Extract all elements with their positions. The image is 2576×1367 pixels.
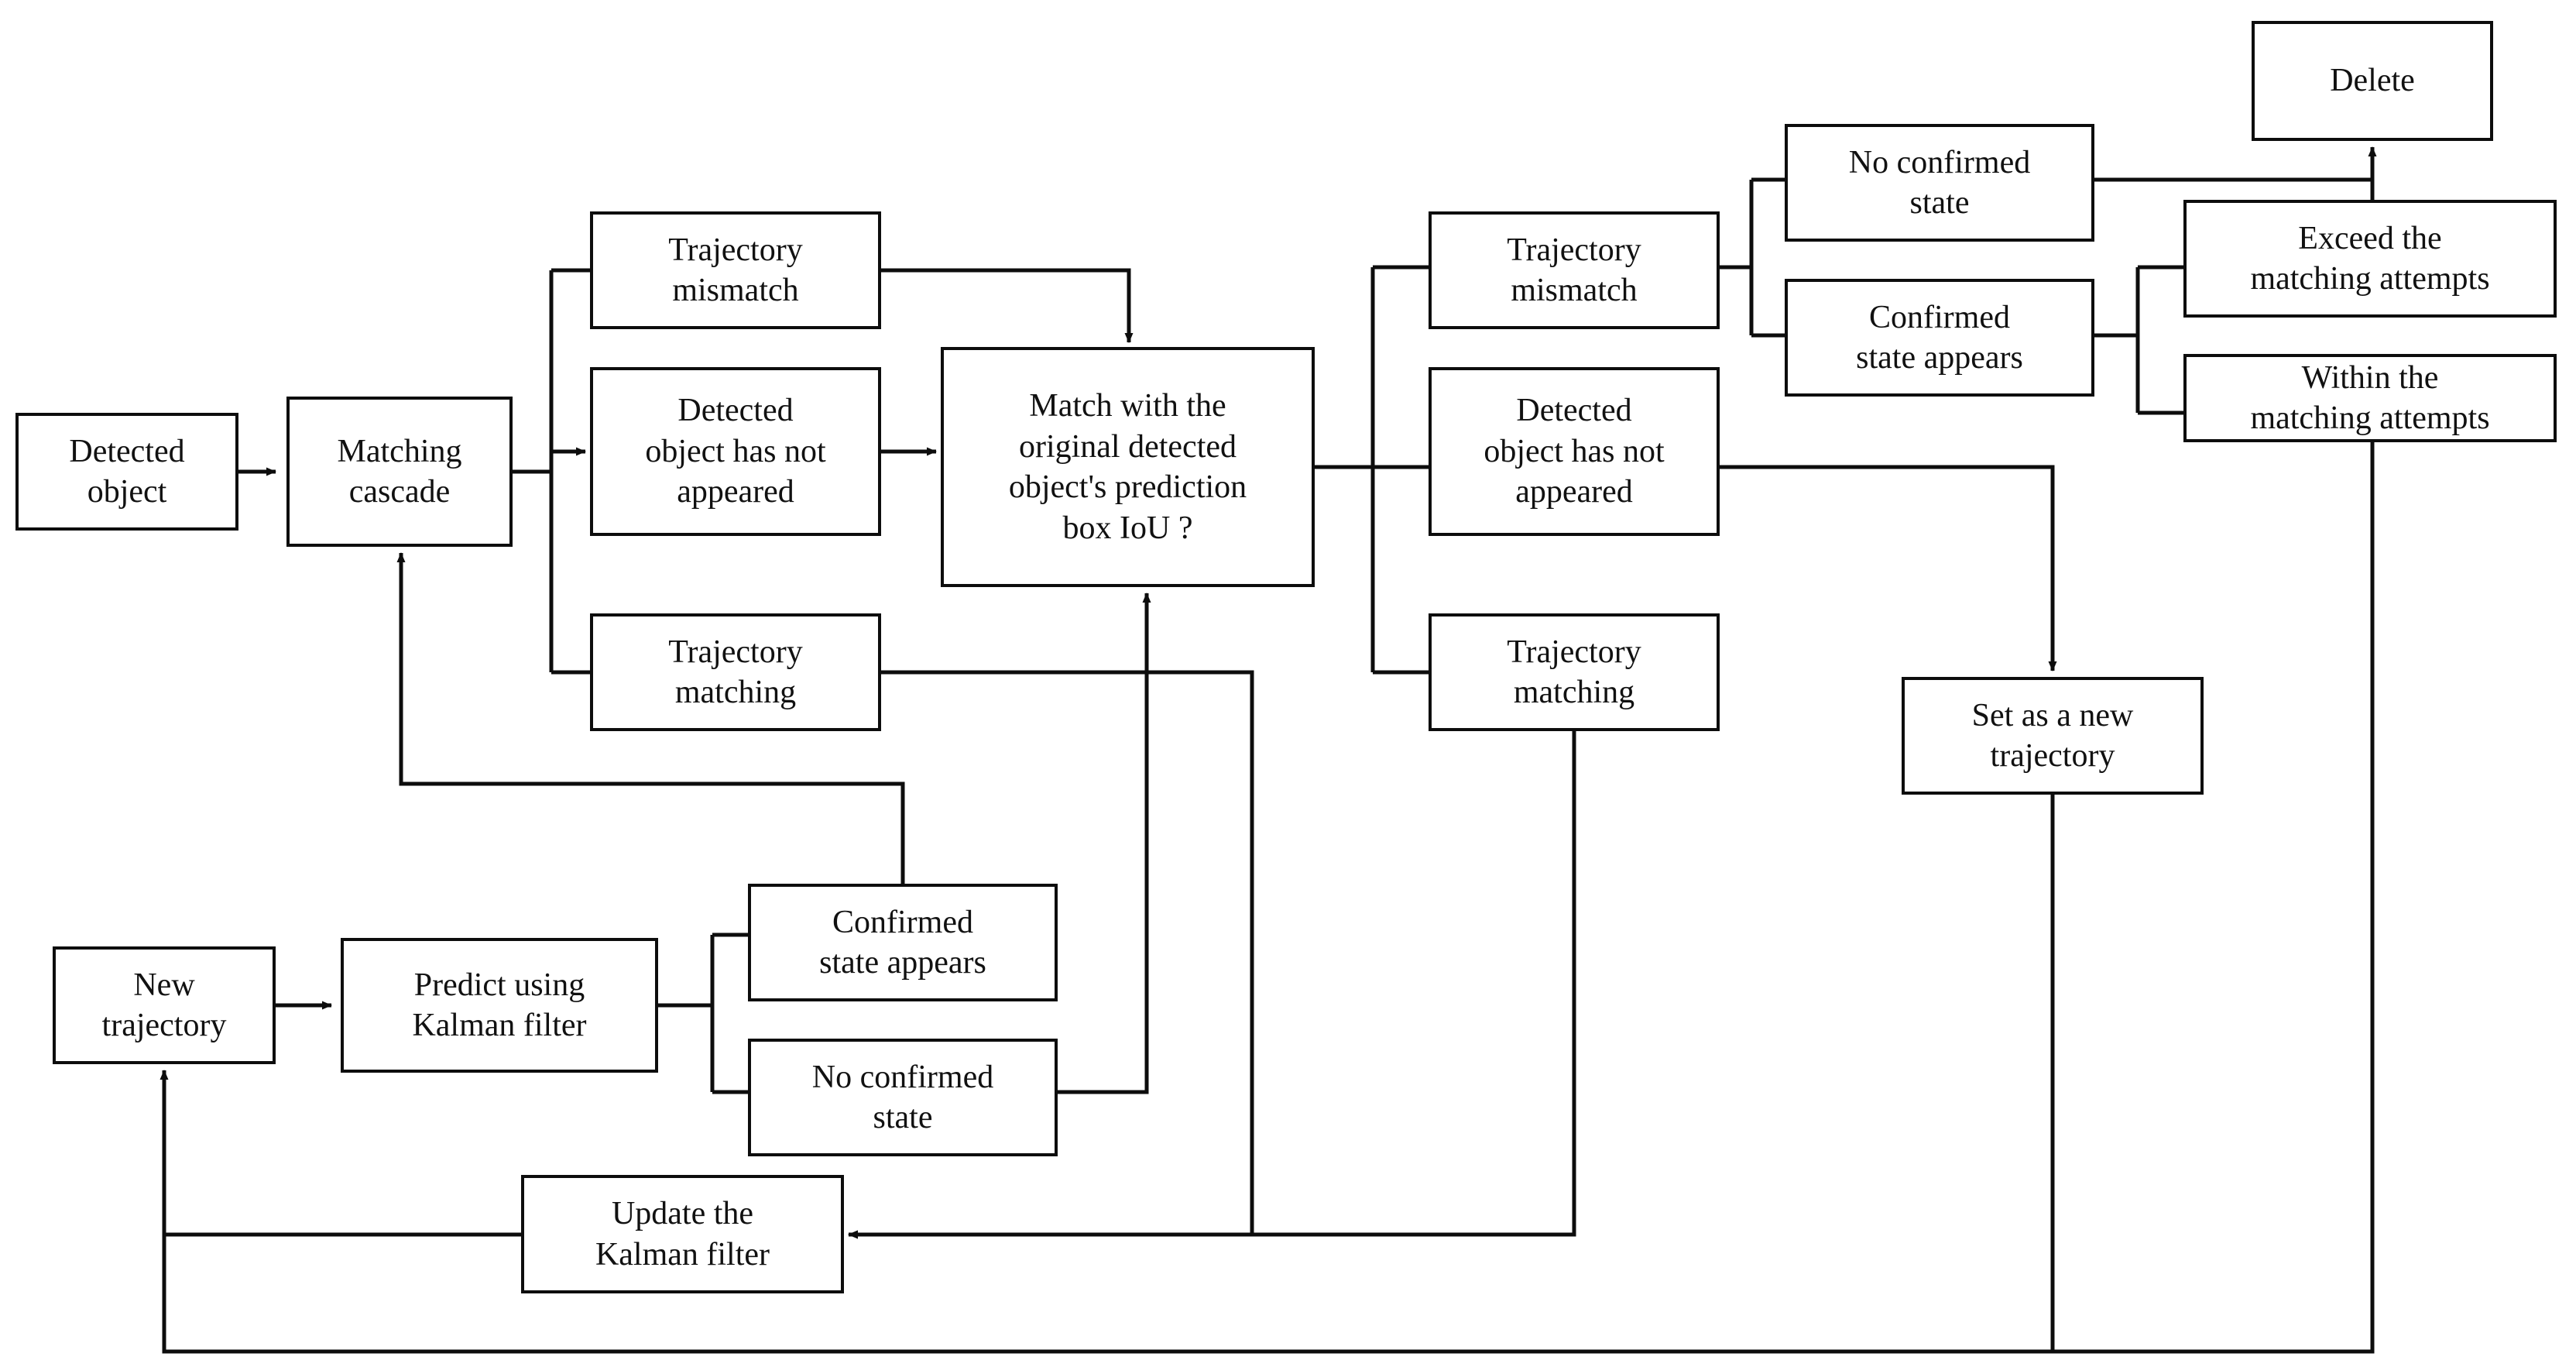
edge-notappeared-right-to-setnew [1720, 465, 2057, 671]
edge-mismatch-to-iou [881, 268, 1134, 343]
node-set-as-new-trajectory[interactable]: Set as a new trajectory [1902, 677, 2204, 795]
node-new-trajectory[interactable]: New trajectory [53, 946, 276, 1064]
edge-noconf-to-delete [2094, 146, 2377, 182]
node-trajectory-mismatch-left[interactable]: Trajectory mismatch [590, 211, 881, 329]
node-exceed-matching-attempts[interactable]: Exceed the matching attempts [2183, 200, 2557, 318]
node-trajectory-mismatch-right[interactable]: Trajectory mismatch [1429, 211, 1720, 329]
node-delete[interactable]: Delete [2252, 21, 2493, 141]
node-trajectory-matching-left[interactable]: Trajectory matching [590, 613, 881, 731]
node-no-confirmed-state-bottom[interactable]: No confirmed state [748, 1039, 1058, 1156]
node-within-matching-attempts[interactable]: Within the matching attempts [2183, 354, 2557, 442]
node-matching-cascade[interactable]: Matching cascade [286, 397, 513, 547]
node-no-confirmed-state-top[interactable]: No confirmed state [1785, 124, 2094, 242]
edge-update-to-newtrajectory [159, 1070, 521, 1237]
node-confirmed-state-appears-bottom[interactable]: Confirmed state appears [748, 884, 1058, 1001]
node-confirmed-state-appears-top[interactable]: Confirmed state appears [1785, 279, 2094, 397]
node-trajectory-matching-right[interactable]: Trajectory matching [1429, 613, 1720, 731]
node-iou-decision[interactable]: Match with the original detected object'… [941, 347, 1315, 587]
node-predict-using-kalman-filter[interactable]: Predict using Kalman filter [341, 938, 658, 1073]
node-update-the-kalman-filter[interactable]: Update the Kalman filter [521, 1175, 844, 1293]
node-detected-not-appeared-right[interactable]: Detected object has not appeared [1429, 367, 1720, 536]
edge-noconfirmed-bottom-to-iou [1058, 592, 1151, 1094]
node-detected-not-appeared-left[interactable]: Detected object has not appeared [590, 367, 881, 536]
node-detected-object[interactable]: Detected object [15, 413, 238, 531]
